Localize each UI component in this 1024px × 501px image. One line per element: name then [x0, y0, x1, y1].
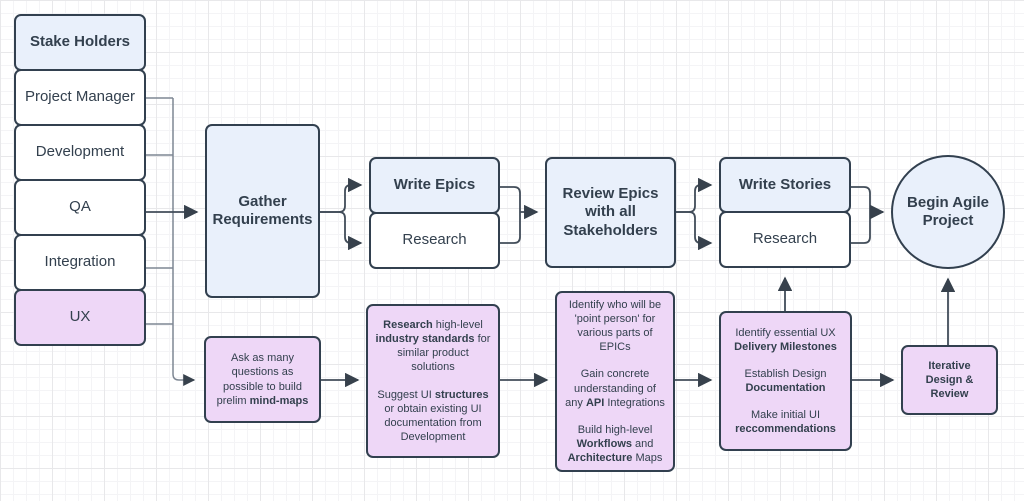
node-research-stories: Research: [719, 211, 851, 268]
node-integration: Integration: [14, 234, 146, 291]
note-text: Make initial UI reccommendations: [735, 409, 836, 436]
node-review-epics: Review Epics with all Stakeholders: [545, 157, 676, 268]
node-ux: UX: [14, 289, 146, 346]
node-project-manager: Project Manager: [14, 69, 146, 126]
node-begin-agile-project: Begin Agile Project: [891, 155, 1005, 269]
node-gather-requirements: Gather Requirements: [205, 124, 320, 298]
note-text: Build high-level Workflows and Architect…: [567, 423, 663, 464]
note-text: Ask as many questions as possible to bui…: [216, 352, 309, 407]
node-point-person-note: Identify who will be 'point person' for …: [555, 291, 675, 472]
node-research-epics: Research: [369, 212, 500, 269]
note-text: Identify essential UX Delivery Milestone…: [734, 326, 837, 353]
note-text: Research high-level industry standards f…: [375, 319, 491, 374]
note-text: Establish Design Documentation: [744, 367, 827, 394]
note-text: Iterative Design & Review: [925, 359, 974, 401]
node-stake-holders-header: Stake Holders: [14, 14, 146, 71]
node-ux-milestones-note: Identify essential UX Delivery Milestone…: [719, 311, 852, 451]
note-text: Identify who will be 'point person' for …: [568, 299, 662, 354]
node-mind-maps-note: Ask as many questions as possible to bui…: [204, 336, 321, 423]
node-development: Development: [14, 124, 146, 181]
note-text: Suggest UI structures or obtain existing…: [377, 388, 489, 443]
node-industry-research-note: Research high-level industry standards f…: [366, 304, 500, 458]
node-write-stories: Write Stories: [719, 157, 851, 213]
note-text: Gain concrete understanding of any API I…: [565, 368, 665, 409]
stakeholder-column: Stake Holders Project Manager Developmen…: [14, 14, 146, 346]
node-qa: QA: [14, 179, 146, 236]
node-iterative-design-note: Iterative Design & Review: [901, 345, 998, 415]
node-write-epics: Write Epics: [369, 157, 500, 214]
